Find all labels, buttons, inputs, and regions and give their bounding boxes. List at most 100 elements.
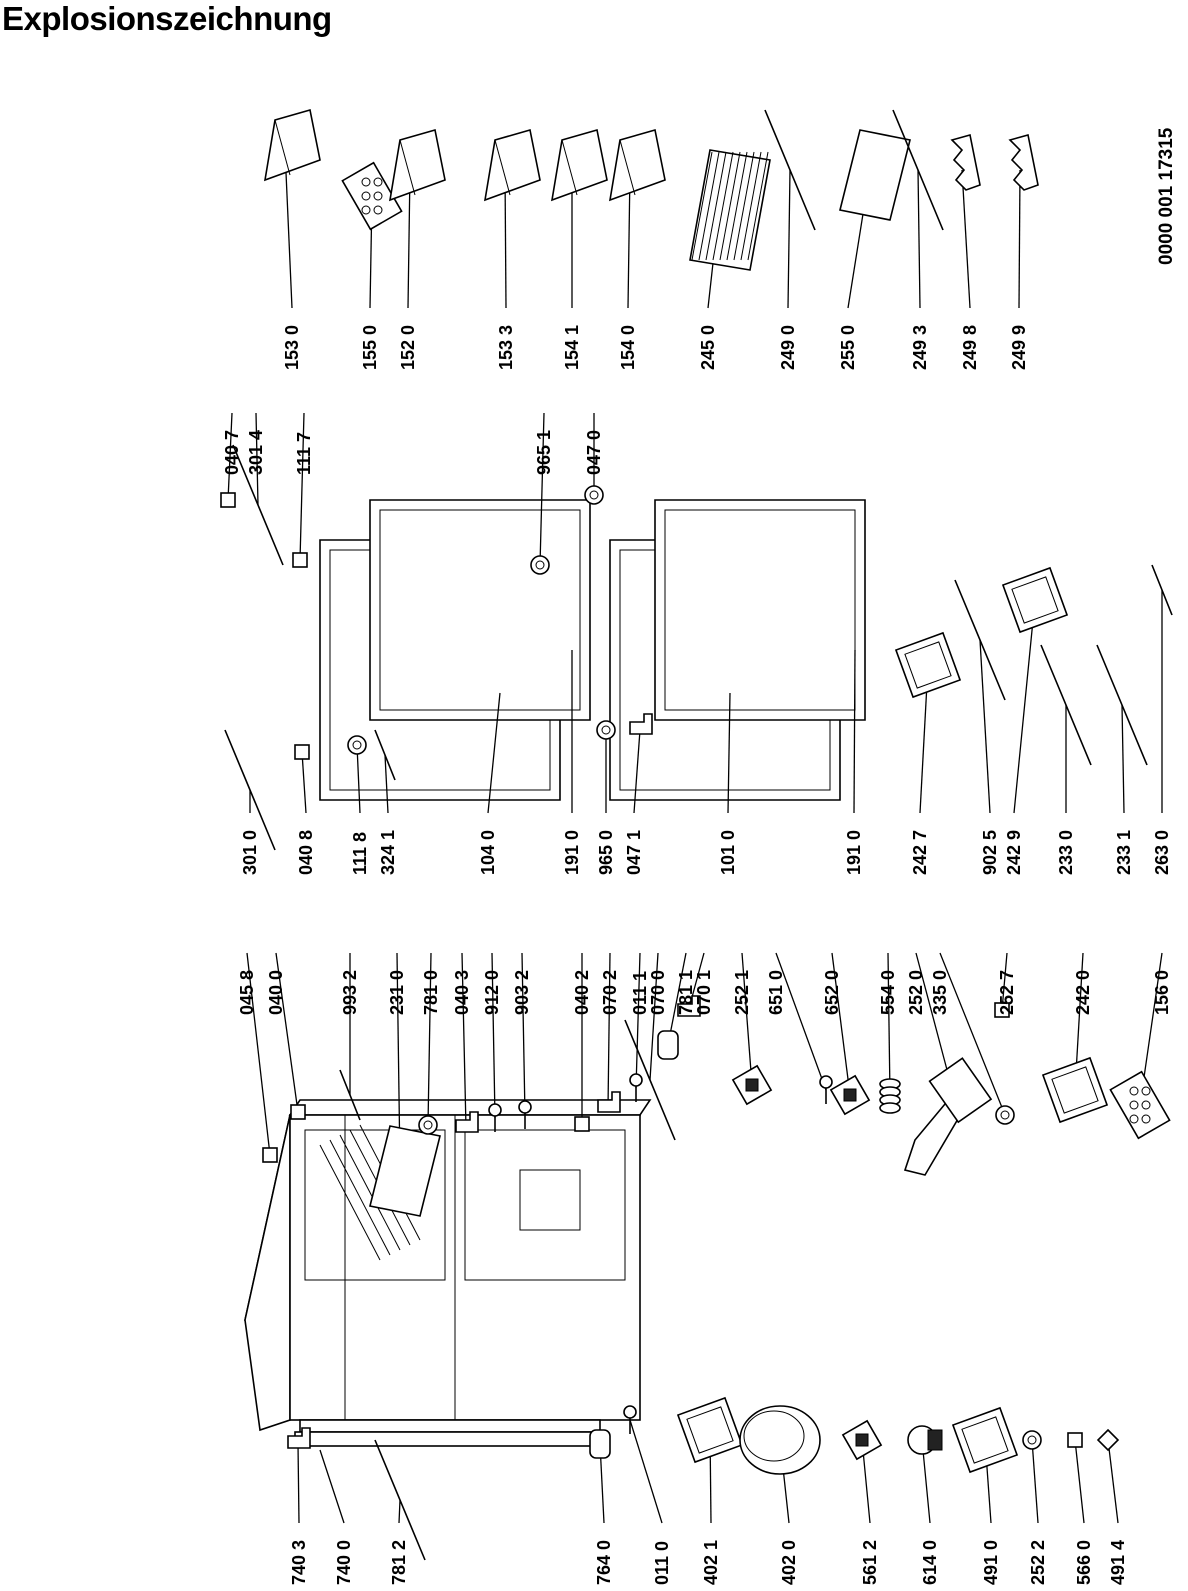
p-2490-glyph [764, 109, 816, 231]
p-9650-glyph [596, 720, 616, 740]
p-6520-leader [831, 952, 851, 1096]
p-2331-glyph [1096, 644, 1148, 766]
p-1520-glyph [388, 128, 446, 202]
part-label-p-0110b: 011 0 [652, 1541, 672, 1585]
part-label-p-2499: 249 9 [1009, 325, 1029, 370]
part-label-p-3350: 335 0 [930, 970, 950, 1015]
p-0111-leader [635, 952, 641, 1089]
p-3350-glyph [995, 1105, 1015, 1125]
p-0458-glyph [262, 1147, 278, 1163]
p-2330-glyph [1040, 644, 1092, 766]
part-label-p-0470: 047 0 [584, 430, 604, 475]
p-0110b-glyph [623, 1405, 637, 1434]
part-label-p-0701: 070 1 [694, 970, 714, 1015]
part-label-p-6140: 614 0 [920, 1540, 940, 1585]
part-label-p-2522: 252 2 [1028, 1540, 1048, 1585]
part-label-p-1540: 154 0 [618, 325, 638, 370]
part-label-p-1533: 153 3 [496, 325, 516, 370]
part-label-p-1520: 152 0 [398, 325, 418, 370]
p-0408-leader [301, 751, 307, 814]
part-label-p-1560: 156 0 [1152, 970, 1172, 1015]
p-1118-glyph [347, 735, 367, 755]
p-2630-glyph [1151, 564, 1173, 616]
p-2522-leader [1031, 1439, 1039, 1524]
part-label-p-5660: 566 0 [1074, 1540, 1094, 1585]
p-0702-leader [607, 952, 611, 1109]
p-0402-glyph [574, 1116, 590, 1132]
p-4914-glyph [1096, 1428, 1120, 1452]
document-number: 0000 001 17315 [1156, 127, 1177, 265]
p-7640-glyph [589, 1429, 611, 1459]
part-label-p-7400: 740 0 [334, 1540, 354, 1585]
part-label-p-0700: 070 0 [648, 970, 668, 1015]
p-9651-glyph [530, 555, 550, 575]
p-0110b-leader [629, 1419, 663, 1524]
door-illustrations [319, 499, 866, 801]
p-0470-glyph [584, 485, 604, 505]
part-label-p-2520: 252 0 [906, 970, 926, 1015]
p-3014-glyph [232, 444, 284, 566]
p-7811-leader [667, 952, 687, 1046]
part-label-p-2493: 249 3 [910, 325, 930, 370]
p-4020-glyph [739, 1405, 821, 1475]
p-2427-glyph [894, 631, 962, 699]
page-title: Explosionszeichnung [2, 0, 332, 37]
part-label-p-9650: 965 0 [596, 830, 616, 875]
part-label-p-9651: 965 1 [534, 430, 554, 475]
part-label-p-0400: 040 0 [266, 970, 286, 1015]
p-3241-leader [384, 754, 389, 814]
p-2310-glyph [369, 1125, 441, 1217]
part-label-p-2427: 242 7 [910, 830, 930, 875]
cabinet-illustration [244, 1099, 652, 1447]
p-2499-glyph [1008, 133, 1039, 191]
p-2527-leader [1001, 952, 1008, 1011]
part-label-p-1530: 153 0 [282, 325, 302, 370]
p-5540-leader [887, 952, 891, 1097]
part-label-p-2331: 233 1 [1114, 830, 1134, 875]
p-0403-glyph [455, 1111, 479, 1133]
p-1560-glyph [1109, 1070, 1171, 1140]
p-6520-glyph [829, 1074, 871, 1116]
p-7403-leader [297, 1443, 300, 1524]
p-0458-leader [246, 952, 271, 1156]
part-label-p-7640: 764 0 [594, 1540, 614, 1585]
p-1541-glyph [550, 128, 608, 202]
part-label-p-0111: 011 1 [630, 971, 650, 1015]
part-label-p-2527: 252 7 [997, 970, 1017, 1015]
p-6140-glyph [907, 1425, 943, 1455]
p-2498-glyph [950, 133, 981, 191]
p-9025-glyph [954, 579, 1006, 701]
p-3241-glyph [374, 729, 396, 781]
part-label-p-7403: 740 3 [289, 1540, 309, 1585]
part-label-p-2450: 245 0 [698, 325, 718, 370]
p-1540-glyph [608, 128, 666, 202]
part-label-p-9025: 902 5 [980, 830, 1000, 875]
part-label-p-3241: 324 1 [378, 830, 398, 875]
p-2521-glyph [731, 1064, 773, 1106]
p-9025-leader [979, 639, 991, 814]
p-2490-leader [787, 169, 791, 309]
part-label-p-3010: 301 0 [240, 830, 260, 875]
p-0700-glyph [624, 1019, 676, 1141]
p-7403-glyph [287, 1427, 311, 1449]
part-label-p-1040: 104 0 [478, 830, 498, 875]
part-label-p-7812: 781 2 [389, 1540, 409, 1585]
p-2420b-glyph [1041, 1056, 1109, 1124]
part-label-p-1118: 111 8 [350, 832, 370, 875]
p-0701-leader [687, 952, 705, 1013]
p-7812-glyph [374, 1439, 426, 1561]
p-7812-leader [398, 1499, 401, 1524]
p-5540-glyph [879, 1078, 901, 1114]
p-0403-leader [461, 952, 467, 1129]
part-label-p-2429: 242 9 [1004, 830, 1024, 875]
part-label-p-5540: 554 0 [878, 970, 898, 1015]
p-2493-glyph [892, 109, 944, 231]
part-label-p-2630: 263 0 [1152, 830, 1172, 875]
p-1117-leader [299, 412, 305, 561]
p-2450-glyph [689, 149, 771, 271]
part-label-p-4020: 402 0 [779, 1540, 799, 1585]
part-label-p-2330: 233 0 [1056, 830, 1076, 875]
part-label-p-0403: 040 3 [452, 970, 472, 1015]
